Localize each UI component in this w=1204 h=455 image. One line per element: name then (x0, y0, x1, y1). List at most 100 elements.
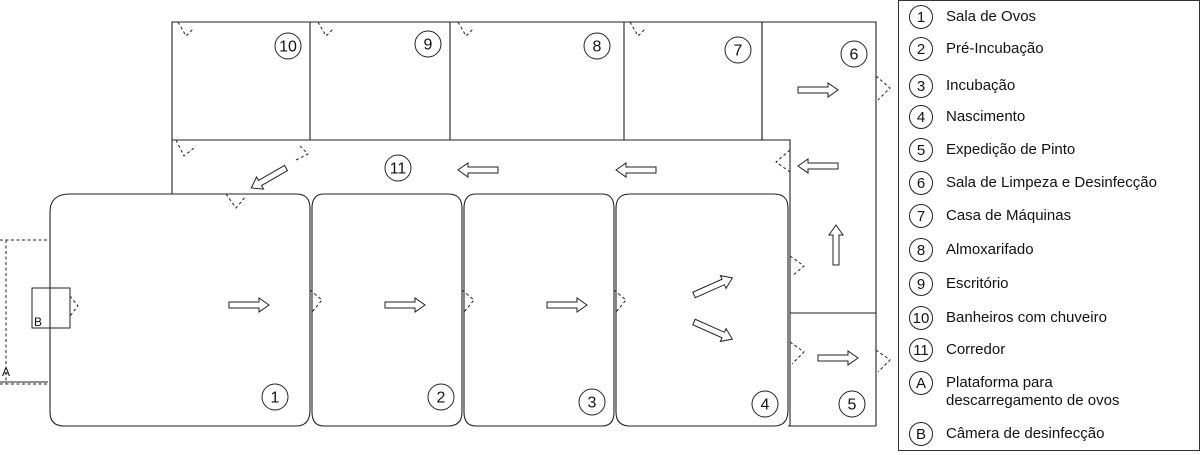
door-corridor-1 (225, 193, 247, 209)
legend-badge: 5 (909, 138, 933, 162)
door-corridor-left (295, 145, 309, 161)
room-number-4: 4 (751, 390, 779, 418)
wall-room-2 (311, 193, 463, 427)
legend-item-5: 5 Expedição de Pinto (909, 138, 1075, 162)
wall-top-block (171, 21, 763, 141)
room-number-2: 2 (427, 383, 455, 411)
door-1-camera (69, 295, 79, 317)
door-8-top (457, 21, 475, 37)
flow-arrow (250, 164, 289, 190)
legend-label: Expedição de Pinto (946, 141, 1076, 158)
legend-item-a: A Plataforma para descarregamento de ovos (909, 371, 1166, 410)
door-10-corridor (175, 139, 195, 157)
legend-badge: 6 (909, 171, 933, 195)
svg-text:10: 10 (279, 39, 297, 56)
room-number-8: 8 (583, 32, 611, 60)
legend-item-10: 10 Banheiros com chuveiro (909, 306, 1107, 330)
legend-badge: 2 (909, 37, 933, 61)
legend-item-b: B Câmera de desinfecção (909, 422, 1104, 446)
legend-label: Banheiros com chuveiro (946, 309, 1107, 326)
door-5-out (875, 349, 891, 373)
door-4-5 (789, 341, 805, 365)
legend-label: Incubação (946, 77, 1016, 94)
legend-item-7: 7 Casa de Máquinas (909, 204, 1071, 228)
flow-arrow (384, 297, 426, 313)
svg-text:3: 3 (588, 395, 597, 412)
svg-text:8: 8 (593, 39, 602, 56)
flow-arrow (228, 297, 270, 313)
door-4-6 (789, 255, 805, 277)
legend-item-11: 11 Corredor (909, 338, 1005, 362)
flow-arrow (828, 224, 844, 266)
legend-label: Plataforma para descarregamento de ovos (946, 374, 1120, 409)
legend-label: Almoxarifado (946, 241, 1034, 258)
wall-corridor (171, 139, 791, 426)
legend-label: Nascimento (946, 108, 1026, 125)
svg-text:4: 4 (761, 397, 770, 414)
wall-room-1 (49, 193, 311, 427)
legend-badge: 7 (909, 204, 933, 228)
legend-badge: 3 (909, 74, 933, 98)
door-6-out (875, 75, 891, 101)
flow-arrows (228, 82, 859, 366)
legend-badge: 10 (909, 306, 933, 330)
legend-label: Sala de Ovos (946, 8, 1037, 25)
flow-arrow (457, 162, 499, 178)
legend-item-4: 4 Nascimento (909, 105, 1025, 129)
room-number-3: 3 (578, 388, 606, 416)
legend-item-6: 6 Sala de Limpeza e Desinfecção (909, 171, 1157, 195)
svg-text:5: 5 (848, 397, 857, 414)
legend-label: Pré-Incubação (946, 40, 1044, 57)
svg-text:11: 11 (390, 161, 407, 178)
legend-badge: B (909, 422, 933, 446)
flow-arrow (692, 318, 734, 343)
legend-badge: 4 (909, 105, 933, 129)
svg-text:9: 9 (424, 37, 433, 54)
svg-text:2: 2 (437, 390, 446, 407)
wall-room-6 (762, 21, 877, 426)
room-number-1: 1 (261, 383, 289, 411)
flow-arrow (615, 162, 657, 178)
room-number-10: 10 (274, 32, 302, 60)
flow-arrow (692, 274, 734, 299)
legend-label: Corredor (946, 341, 1006, 358)
legend-item-3: 3 Incubação (909, 74, 1015, 98)
room-number-5: 5 (838, 390, 866, 418)
platform-a (0, 239, 48, 385)
legend-label: Escritório (946, 275, 1009, 292)
wall-room-3 (463, 193, 615, 427)
legend-item-2: 2 Pré-Incubação (909, 37, 1044, 61)
svg-text:1: 1 (271, 390, 280, 407)
legend-badge: 8 (909, 238, 933, 262)
svg-text:7: 7 (734, 43, 743, 60)
legend-label: Sala de Limpeza e Desinfecção (946, 174, 1157, 191)
room-number-9: 9 (414, 30, 442, 58)
floor-plan: 1 2 3 4 5 6 7 8 9 10 11 A B (0, 21, 891, 427)
room-number-6: 6 (840, 40, 868, 68)
door-9-top (317, 21, 335, 37)
legend-item-8: 8 Almoxarifado (909, 238, 1034, 262)
door-10-top (177, 21, 195, 37)
door-7-top (629, 21, 647, 37)
legend-badge: 9 (909, 272, 933, 296)
legend-badge: 1 (909, 5, 933, 29)
legend-badge: 11 (909, 338, 933, 362)
legend-item-9: 9 Escritório (909, 272, 1009, 296)
label-camera-b: B (34, 315, 42, 329)
label-platform-a: A (2, 365, 10, 379)
wall-room-4 (615, 193, 789, 427)
room-number-7: 7 (724, 36, 752, 64)
camera-b (31, 287, 71, 329)
legend-badge: A (909, 371, 933, 395)
legend-item-1: 1 Sala de Ovos (909, 5, 1036, 29)
flow-arrow (797, 158, 839, 174)
room-number-11: 11 (384, 154, 412, 182)
legend-label: Casa de Máquinas (946, 207, 1072, 224)
legend: 1 Sala de Ovos 2 Pré-Incubação 3 Incubação 4 Na… (898, 0, 1200, 451)
svg-text:6: 6 (850, 47, 859, 64)
flow-arrow (546, 297, 588, 313)
flow-arrow (797, 82, 839, 98)
door-6-corridor (775, 149, 791, 173)
flow-arrow (817, 350, 859, 366)
legend-label: Câmera de desinfecção (946, 425, 1105, 442)
